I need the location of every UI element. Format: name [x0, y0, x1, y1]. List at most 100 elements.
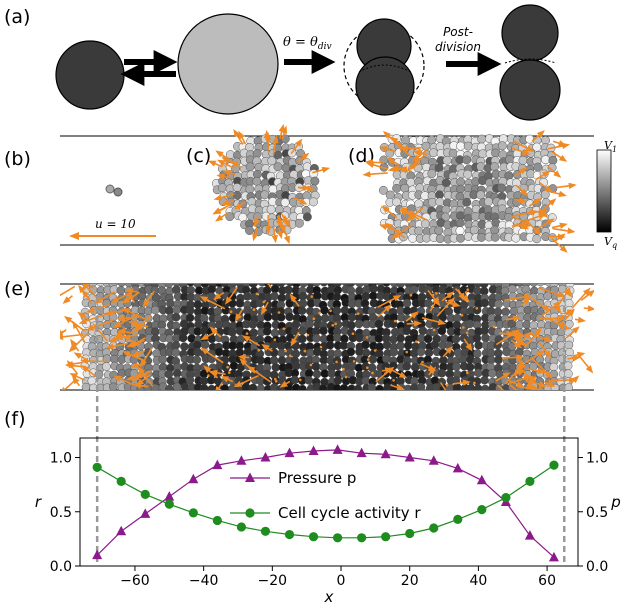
cell — [490, 232, 500, 242]
cell — [455, 226, 465, 236]
velocity-vector — [515, 184, 529, 197]
cell — [269, 340, 279, 350]
cell — [374, 319, 384, 329]
velocity-vector — [78, 313, 106, 325]
activity-point — [501, 493, 511, 503]
velocity-dot — [392, 379, 395, 382]
activity-point — [525, 476, 535, 486]
cell — [262, 285, 272, 295]
cell — [87, 376, 97, 386]
pressure-point — [332, 444, 343, 454]
cell — [375, 384, 384, 390]
legend-pressure-marker — [245, 472, 255, 482]
velocity-vector — [297, 184, 311, 191]
cell — [526, 148, 536, 158]
cell — [178, 333, 188, 343]
velocity-vector — [563, 309, 575, 316]
velocity-vector — [237, 354, 250, 361]
panel-e-label: (e) — [4, 278, 31, 300]
cell — [262, 326, 272, 336]
velocity-dot — [274, 377, 277, 381]
pressure-point — [236, 455, 247, 465]
velocity-dot — [303, 349, 307, 353]
velocity-vector — [105, 342, 128, 350]
cell — [392, 197, 402, 207]
cell — [158, 355, 168, 364]
velocity-vector — [553, 233, 566, 243]
velocity-dot — [284, 349, 288, 353]
velocity-vector — [230, 160, 242, 168]
velocity-vector — [463, 338, 473, 352]
cell — [81, 382, 91, 390]
cell — [238, 212, 248, 222]
velocity-vector — [290, 331, 300, 347]
velocity-vector — [122, 351, 146, 362]
velocity-dot — [356, 312, 360, 316]
cell — [466, 383, 476, 390]
velocity-dot — [465, 331, 469, 335]
cell — [353, 384, 363, 390]
activity-point — [549, 460, 559, 470]
cell — [477, 134, 487, 144]
velocity-vector — [538, 181, 553, 193]
cell — [423, 299, 433, 308]
velocity-dot — [415, 340, 418, 343]
velocity-vector — [137, 365, 154, 387]
velocity-vector — [502, 354, 525, 361]
cell — [291, 361, 301, 371]
cell — [199, 313, 209, 323]
velocity-vector — [539, 315, 565, 323]
velocity-vector — [555, 182, 577, 190]
velocity-dot — [365, 336, 369, 339]
cell — [207, 284, 216, 294]
velocity-dot — [351, 332, 355, 336]
velocity-vector — [209, 369, 226, 376]
velocity-vector — [406, 210, 429, 222]
velocity-vector — [209, 326, 222, 338]
velocity-vector — [513, 140, 535, 152]
daughter-cell-bottom — [355, 56, 415, 116]
x-tick-label: 60 — [538, 573, 556, 589]
pressure-point — [524, 530, 535, 540]
colony-d — [362, 130, 577, 253]
velocity-dot — [306, 333, 310, 337]
colony-e — [60, 284, 594, 390]
cell — [493, 307, 503, 317]
cell — [284, 285, 293, 295]
velocity-dot — [421, 360, 424, 364]
activity-point — [260, 526, 271, 536]
cell — [429, 148, 438, 158]
activity-point — [453, 514, 463, 524]
cell — [302, 162, 312, 172]
activity-point — [357, 533, 367, 543]
velocity-vector — [81, 365, 96, 377]
cell — [423, 334, 433, 344]
velocity-vector — [94, 291, 116, 304]
velocity-vector — [552, 140, 567, 147]
cell — [456, 233, 466, 243]
velocity-vector — [241, 335, 261, 347]
velocity-dot — [229, 310, 233, 314]
cell — [528, 293, 538, 302]
cell — [504, 212, 513, 222]
velocity-vector — [277, 214, 286, 234]
cell — [227, 298, 237, 308]
cell — [193, 300, 203, 309]
x-tick-label: 20 — [401, 573, 419, 589]
cell — [565, 347, 575, 357]
cell — [297, 306, 307, 316]
x-tick-label: 40 — [469, 573, 487, 589]
cell — [285, 333, 295, 343]
cell — [270, 284, 280, 294]
velocity-dot — [431, 293, 435, 297]
cell — [455, 218, 465, 228]
cell — [320, 284, 328, 287]
velocity-vector — [233, 129, 244, 145]
cell — [318, 384, 328, 390]
cell — [298, 384, 307, 390]
velocity-vector — [551, 222, 568, 229]
cell — [285, 312, 294, 322]
legend-activity-marker — [245, 508, 255, 518]
pressure-point — [428, 455, 439, 465]
